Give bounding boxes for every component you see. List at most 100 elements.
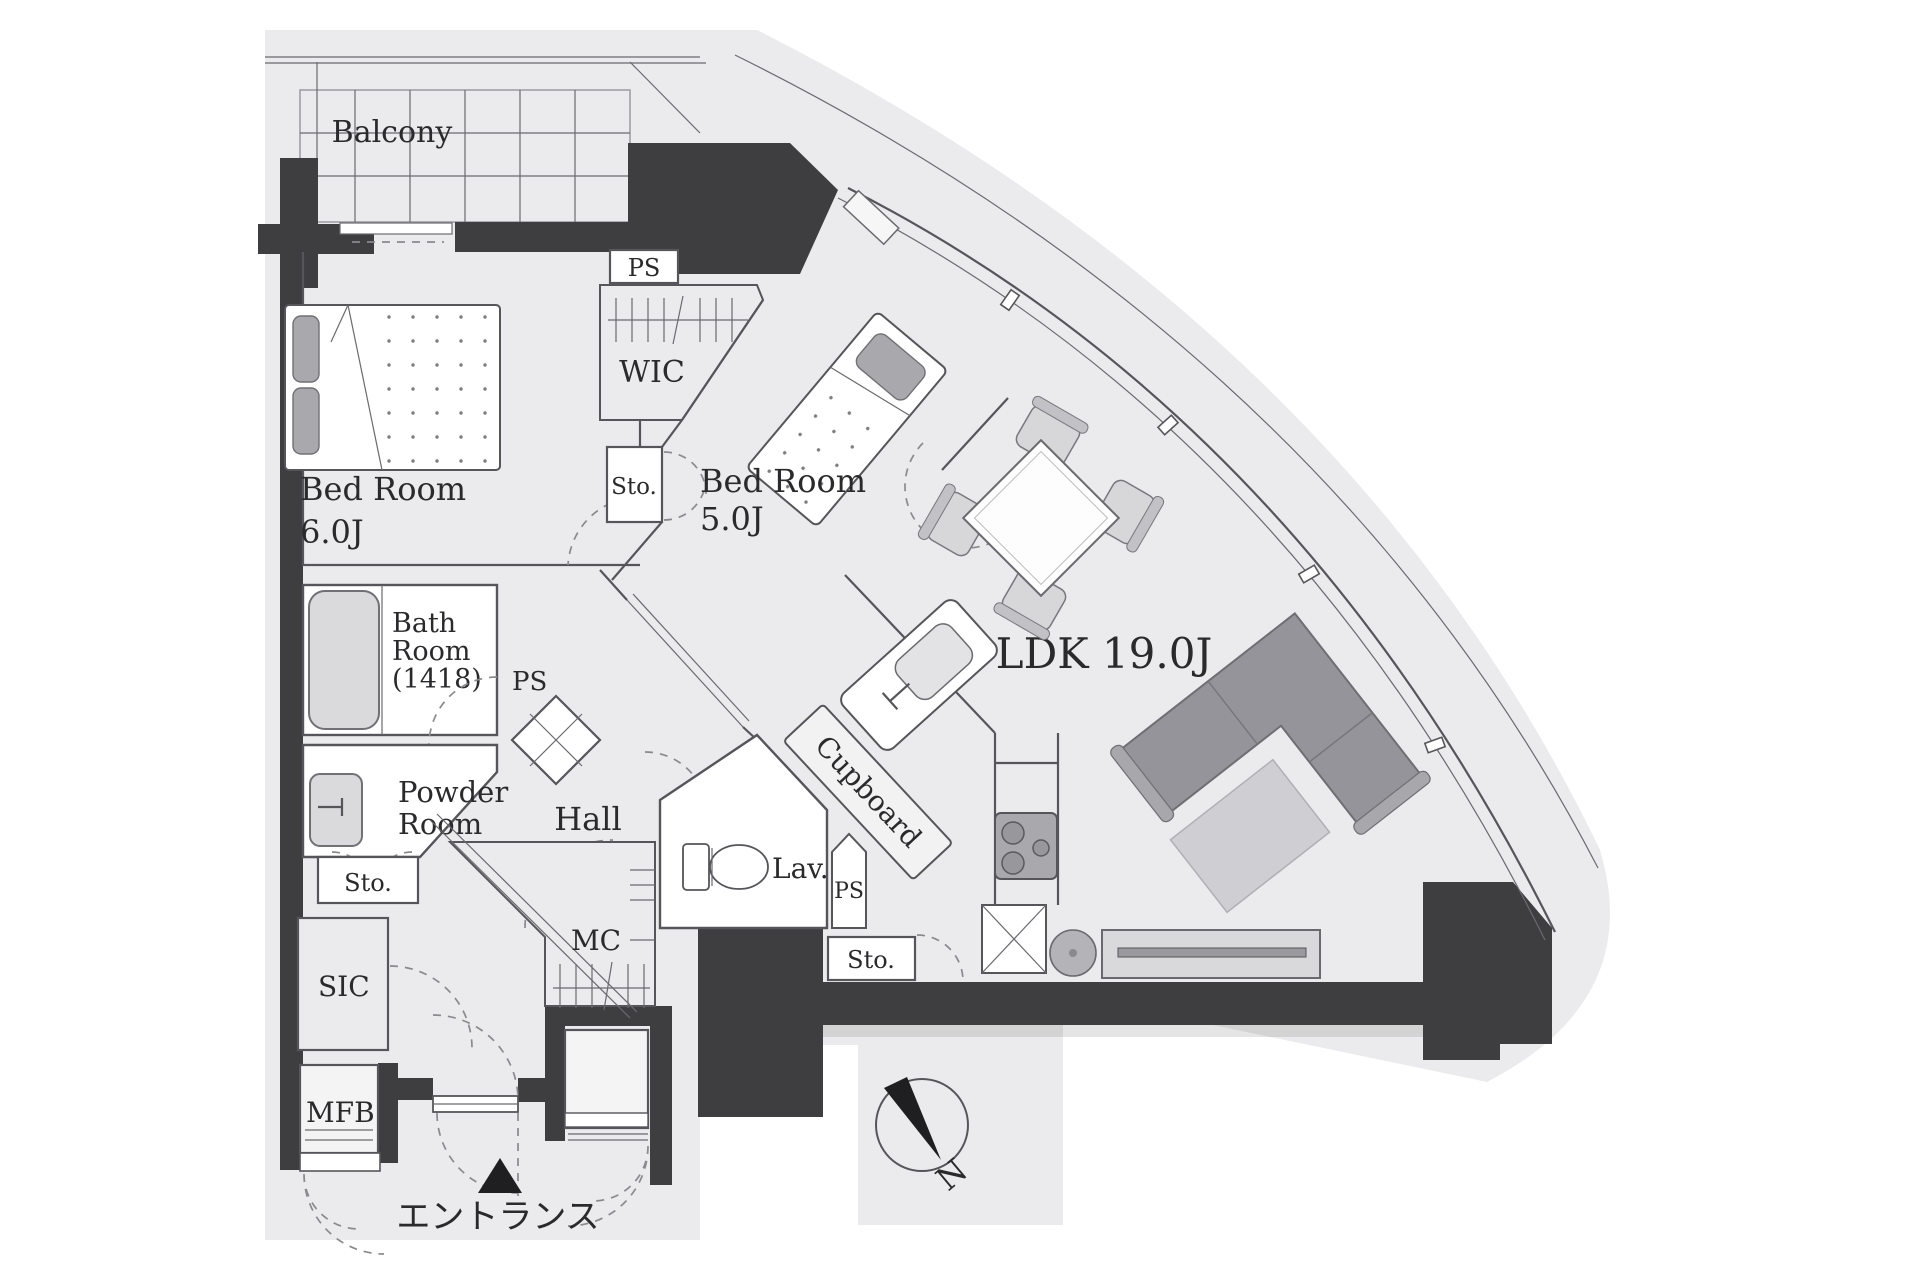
washbasin-icon: [309, 773, 363, 847]
bed1-pillow: [292, 315, 320, 383]
entrance: エントランス: [396, 1014, 600, 1237]
pipe-space-lav: PS: [831, 832, 867, 929]
hall-slide-arc: [644, 751, 708, 815]
sink-tap-icon: [881, 682, 911, 711]
sto-kitchen-door-arc: [916, 934, 964, 982]
cupboard-unit: [784, 704, 952, 880]
bed2-mattress-dots: [753, 375, 894, 520]
meter-box-body: [563, 1028, 650, 1130]
mullion-icon: [1156, 414, 1180, 436]
mfb-box: [298, 1063, 380, 1155]
storage-bedroom2: Sto.: [605, 445, 707, 524]
compass-circle: [875, 1078, 969, 1172]
balcony-grid: [300, 61, 701, 222]
wall-mc-bottom: [545, 1006, 672, 1026]
single-bed: [747, 312, 947, 526]
wall-bottom: [823, 982, 1423, 1025]
ps-diamond-x: [529, 713, 583, 767]
sto-kitchen-box: [826, 935, 917, 982]
sic-label: SIC: [318, 970, 370, 1003]
lav-label: Lav.: [772, 852, 829, 885]
ps-lav-box: [831, 832, 867, 929]
ps-lav-label: PS: [834, 879, 864, 904]
mfb-label: MFB: [306, 1096, 375, 1129]
sto-powder-label: Sto.: [344, 869, 392, 897]
bedroom1: Bed Room 6.0J: [284, 222, 642, 567]
bedroom1-door-arc: [567, 496, 641, 566]
curved-window-wall: [837, 187, 1556, 941]
ldk: LDK 19.0J: [917, 395, 1431, 979]
mullion-icon: [1297, 564, 1321, 584]
wall-mfb-right: [378, 1063, 398, 1163]
lavatory: Lav.: [658, 733, 829, 930]
mc-room: [447, 841, 656, 1007]
mullion-icon: [1423, 736, 1447, 754]
sto-bedroom2-box: [605, 445, 664, 524]
mfb-door-arcs: [303, 1173, 385, 1255]
wall-pillar-bottom-right: [1423, 882, 1552, 1060]
washbasin-tap-icon: [318, 798, 344, 816]
sto-bedroom2-door-arcs: [663, 451, 707, 521]
rug: [1169, 758, 1331, 914]
sto-kitchen-label: Sto.: [847, 946, 895, 974]
mc-label: MC: [571, 924, 621, 957]
double-bed: [284, 304, 501, 471]
powder-room: Powder Room: [301, 743, 508, 893]
balcony-sliding-door: [339, 222, 453, 235]
bed1-mattress-dots: [385, 310, 495, 465]
pipe-space-bath: PS: [510, 667, 602, 786]
wall-meterbox-left: [545, 1023, 565, 1141]
ps-top-box: [608, 248, 680, 285]
kitchen-island: [840, 599, 998, 751]
bath-label1: Bath: [392, 608, 456, 639]
entrance-triangle-icon: [478, 1158, 522, 1193]
wic: WIC: [599, 284, 765, 421]
powder-label2: Room: [398, 807, 482, 841]
kitchen: [840, 574, 1060, 974]
sic: SIC: [296, 916, 473, 1052]
meter-box: [563, 1028, 650, 1227]
window-line-outer: [847, 187, 1556, 933]
window-line-inner: [837, 197, 1546, 941]
bed1-fold-line: [330, 304, 383, 471]
balcony: Balcony: [299, 61, 701, 223]
mc-hanger-icon: [553, 869, 655, 1011]
bed2-pillow: [855, 333, 926, 401]
bath-label3: (1418): [392, 664, 482, 695]
bedroom1-label: Bed Room: [300, 470, 466, 508]
ps-top-label: PS: [628, 254, 661, 282]
entrance-label: エントランス: [396, 1197, 599, 1237]
sic-room: [296, 916, 390, 1052]
plant-icon: [1049, 929, 1097, 977]
sto-powder-box: [316, 855, 420, 905]
bathtub-icon: [308, 590, 380, 730]
bedroom2-walls: [611, 299, 1009, 581]
wall-chunk-center: [698, 913, 823, 1117]
meter-box-sill: [564, 1112, 649, 1128]
bath-label2: Room: [392, 636, 470, 667]
bedroom1-size: 6.0J: [300, 513, 364, 551]
dining-set: [917, 395, 1165, 641]
mc-diagonal-wall: [429, 813, 638, 1019]
bed2-fold-line: [830, 366, 911, 417]
bedroom2: Bed Room 5.0J: [611, 299, 1011, 581]
toilet-icon: [682, 843, 769, 891]
sic-door-arc: [389, 965, 473, 1049]
ps-bath-label: PS: [512, 667, 547, 697]
hanger-rail-icon: [608, 295, 748, 345]
entrance-door-arc-inner: [432, 1014, 519, 1101]
w1-sliding-door: [626, 593, 750, 728]
wic-label: WIC: [619, 355, 685, 390]
l-sofa: [1110, 612, 1431, 835]
wall-pillar-top: [628, 143, 838, 274]
mc-closet: MC: [429, 813, 656, 1019]
tv-board: [1101, 929, 1321, 979]
wall-entrance-right: [518, 1078, 545, 1102]
balcony-label: Balcony: [332, 115, 453, 150]
storage-kitchen: Sto.: [826, 934, 964, 982]
storage-powder: Sto.: [316, 855, 420, 905]
refrigerator-space: [981, 904, 1047, 974]
hall-label: Hall: [554, 800, 621, 838]
